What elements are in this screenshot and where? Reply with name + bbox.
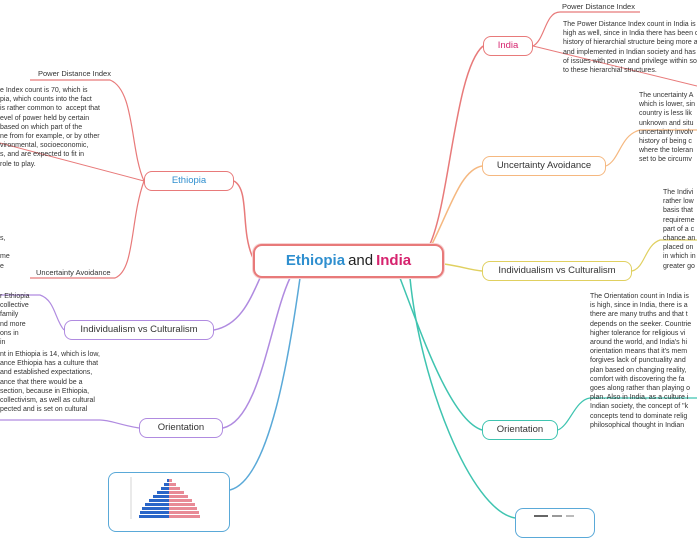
- branch-uncertainty-avoidance[interactable]: Uncertainty Avoidance: [482, 156, 606, 176]
- label-uncertainty-left: Uncertainty Avoidance: [36, 268, 111, 277]
- text-ethiopia-ivc: r Ethiopia collective family nd more ons…: [0, 293, 30, 347]
- pyramid-bar: [164, 483, 169, 486]
- image-thumbnail-graphic: [534, 515, 574, 517]
- link-central-image-right: [409, 277, 516, 519]
- label-power-distance-left: Power Distance Index: [38, 69, 111, 78]
- central-and: and: [348, 252, 374, 269]
- link-orient-right-text: [557, 397, 697, 431]
- pyramid-bar: [140, 511, 169, 514]
- pyramid-bar: [169, 479, 172, 482]
- pyramid-bar: [169, 511, 199, 514]
- link-india-pdi: [532, 11, 640, 47]
- pyramid-bar: [149, 499, 169, 502]
- text-ethiopia-ua: s, me e: [0, 235, 10, 270]
- link-ivc-right-text: [631, 239, 697, 272]
- branch-orientation-right[interactable]: Orientation: [482, 420, 558, 440]
- pyramid-bar: [161, 487, 169, 490]
- label-power-distance-right: Power Distance Index: [562, 2, 635, 11]
- link-ethiopia-pdi-text: [0, 142, 145, 182]
- branch-individualism-right[interactable]: Individualism vs Culturalism: [482, 261, 632, 281]
- text-ethiopia-pdi: e Index count is 70, which is pia, which…: [0, 87, 100, 168]
- pyramid-bar: [169, 515, 200, 518]
- pyramid-bar: [169, 503, 195, 506]
- link-central-ua: [429, 165, 483, 249]
- link-ua-text: [605, 129, 697, 167]
- branch-india[interactable]: India: [483, 36, 533, 56]
- text-india-orientation: The Orientation count in India is is hig…: [590, 293, 692, 429]
- branch-ethiopia[interactable]: Ethiopia: [144, 171, 234, 191]
- text-india-ua: The uncertainty A which is lower, sin co…: [639, 92, 696, 164]
- pyramid-bar: [142, 507, 169, 510]
- link-ivc-left-text: [0, 294, 65, 331]
- population-pyramid-graphic: [130, 477, 200, 519]
- pyramid-bar: [169, 499, 192, 502]
- thumbnail-bar: [566, 515, 574, 517]
- branch-orientation-left[interactable]: Orientation: [139, 418, 223, 438]
- pyramid-bar: [139, 515, 169, 518]
- link-india-pdi-text: [532, 45, 697, 87]
- population-pyramid-image[interactable]: [108, 472, 230, 532]
- image-thumbnail-right[interactable]: [515, 508, 595, 538]
- text-india-ivc: The Indivi rather low basis that require…: [663, 189, 696, 270]
- link-central-ivc-right: [443, 263, 483, 272]
- pyramid-bar: [167, 479, 169, 482]
- link-ethiopia-pdi: [30, 79, 145, 182]
- pyramid-right-bars: [169, 479, 200, 518]
- link-central-image-left: [229, 277, 301, 491]
- pyramid-bar: [145, 503, 169, 506]
- pyramid-bar: [157, 491, 169, 494]
- branch-individualism-left[interactable]: Individualism vs Culturalism: [64, 320, 214, 340]
- thumbnail-bar: [552, 515, 562, 517]
- pyramid-bar: [169, 495, 188, 498]
- connector-lines: [0, 11, 697, 519]
- pyramid-bar: [169, 487, 180, 490]
- pyramid-bar: [169, 491, 184, 494]
- pyramid-bar: [153, 495, 169, 498]
- pyramid-bar: [169, 483, 176, 486]
- link-central-ethiopia: [233, 180, 254, 259]
- link-central-india: [429, 45, 484, 245]
- pyramid-left-bars: [139, 479, 169, 518]
- thumbnail-bar: [534, 515, 548, 517]
- central-ethiopia: Ethiopia: [285, 252, 346, 269]
- link-central-ivc-left: [213, 277, 261, 331]
- text-india-pdi: The Power Distance Index count in India …: [563, 21, 697, 75]
- pyramid-bar: [169, 507, 197, 510]
- link-central-orient-left: [222, 277, 291, 429]
- link-ethiopia-ua: [30, 180, 145, 279]
- link-central-orient-right: [399, 277, 483, 431]
- text-ethiopia-orientation: nt in Ethiopia is 14, which is low, ance…: [0, 351, 100, 414]
- central-india: India: [376, 252, 412, 269]
- link-orient-left-text: [0, 419, 140, 429]
